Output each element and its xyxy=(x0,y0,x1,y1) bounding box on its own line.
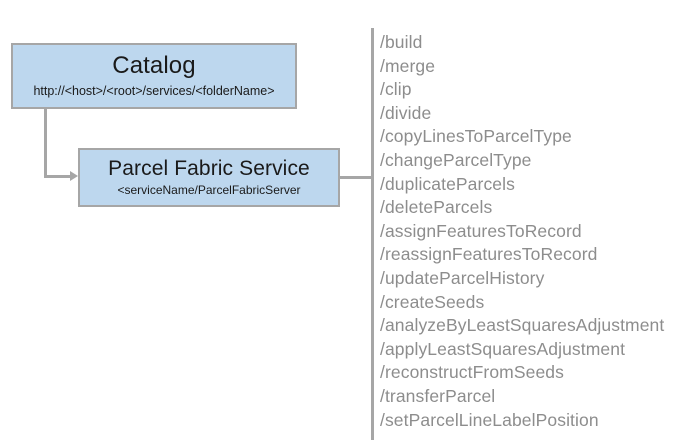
operation-item: /changeParcelType xyxy=(380,149,532,170)
operation-item: /merge xyxy=(380,55,436,76)
operation-item: /assignFeaturesToRecord xyxy=(380,220,582,241)
operation-item: /divide xyxy=(380,102,432,123)
connector-horizontal-catalog-to-service xyxy=(44,175,74,178)
operations-divider-line xyxy=(371,28,374,440)
catalog-node: Catalog http://<host>/<root>/services/<f… xyxy=(11,43,297,109)
service-node-path: <serviceName/ParcelFabricServer xyxy=(117,183,301,197)
operation-item: /transferParcel xyxy=(380,385,496,406)
operation-item: /copyLinesToParcelType xyxy=(380,126,572,147)
operation-item: /updateParcelHistory xyxy=(380,267,545,288)
operations-list: /build/merge/clip/divide/copyLinesToParc… xyxy=(380,31,686,432)
operation-item: /createSeeds xyxy=(380,291,485,312)
arrowhead-icon xyxy=(70,171,78,181)
operation-item: /applyLeastSquaresAdjustment xyxy=(380,338,626,359)
operation-item: /clip xyxy=(380,79,412,100)
operation-item: /reconstructFromSeeds xyxy=(380,362,564,383)
parcel-fabric-service-node: Parcel Fabric Service <serviceName/Parce… xyxy=(78,148,340,207)
operation-item: /setParcelLineLabelPosition xyxy=(380,409,599,430)
operation-item: /build xyxy=(380,32,423,52)
operation-item: /reassignFeaturesToRecord xyxy=(380,244,598,265)
operation-item: /duplicateParcels xyxy=(380,173,515,194)
connector-vertical-catalog-to-service xyxy=(44,109,47,178)
catalog-node-title: Catalog xyxy=(112,51,196,79)
operation-item: /deleteParcels xyxy=(380,197,493,218)
catalog-node-url: http://<host>/<root>/services/<folderNam… xyxy=(33,83,275,98)
service-node-title: Parcel Fabric Service xyxy=(108,157,310,180)
operation-item: /analyzeByLeastSquaresAdjustment xyxy=(380,315,665,336)
connector-service-to-operations xyxy=(340,176,373,179)
